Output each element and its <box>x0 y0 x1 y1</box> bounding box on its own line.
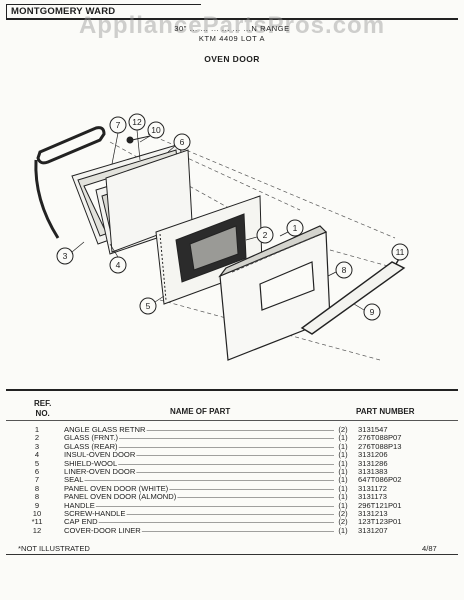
part-number: 276T088P07 <box>358 433 402 443</box>
table-row: 3 GLASS (REAR) (1) 276T088P13 <box>0 441 464 451</box>
quantity: (1) <box>338 500 348 510</box>
part-name: SCREW-HANDLE <box>64 510 334 518</box>
ref-number: 3 <box>34 441 40 451</box>
quantity: (1) <box>338 433 348 443</box>
quantity: (2) <box>338 517 348 527</box>
table-row: 2 GLASS (FRNT.) (1) 276T088P07 <box>0 433 464 443</box>
callout-5: 5 <box>146 301 151 311</box>
part-number: 3131172 <box>358 483 387 493</box>
quantity: (1) <box>338 525 348 535</box>
callout-8: 8 <box>342 265 347 275</box>
top-rule <box>6 18 458 20</box>
bottom-rule <box>6 554 458 555</box>
part-name: INSUL-OVEN DOOR <box>64 451 334 459</box>
table-row: 7 SEAL (1) 647T086P02 <box>0 475 464 485</box>
ref-number: 7 <box>34 475 40 485</box>
ref-number: 8 <box>34 483 40 493</box>
quantity: (2) <box>338 425 348 434</box>
ref-number: 8 <box>34 492 40 502</box>
part-name: GLASS (REAR) <box>64 443 334 451</box>
part-number: 3131547 <box>358 425 388 434</box>
table-row: *11 CAP END (2) 123T123P01 <box>0 517 464 527</box>
part-number: 3131286 <box>358 458 388 468</box>
part-number: 647T086P02 <box>358 475 402 485</box>
ref-number: 12 <box>32 525 42 535</box>
model-description: 30" ... ... ... ... ... ...N RANGE <box>174 24 290 33</box>
part-number: 296T121P01 <box>358 500 402 510</box>
diagram-rule <box>6 389 458 391</box>
part-name: PANEL OVEN DOOR (WHITE) <box>64 485 334 493</box>
part-number: 3131213 <box>358 508 388 518</box>
callout-7: 7 <box>116 120 121 130</box>
part-name: SHIELD-WOOL <box>64 460 334 468</box>
table-row: 12 COVER-DOOR LINER (1) 3131207 <box>0 525 464 535</box>
parts-list: 1 ANGLE GLASS RETNR (2) 3131547 2 GLASS … <box>0 425 464 535</box>
table-row: 5 SHIELD-WOOL (1) 3131286 <box>0 458 464 468</box>
ref-number: 4 <box>34 450 40 460</box>
ref-number: 10 <box>32 508 42 518</box>
callout-9: 9 <box>370 307 375 317</box>
callout-leaders <box>71 129 365 311</box>
screw-part <box>126 135 151 144</box>
part-name: LINER-OVEN DOOR <box>64 468 334 476</box>
part-number: 3131173 <box>358 492 387 502</box>
callout-3: 3 <box>63 251 68 261</box>
quantity: (1) <box>338 492 348 502</box>
exploded-diagram: 7 12 10 6 1 2 3 4 5 8 11 9 <box>34 113 409 361</box>
callout-12: 12 <box>132 117 142 127</box>
header-rule <box>6 420 458 421</box>
callout-1: 1 <box>293 223 298 233</box>
callout-10: 10 <box>151 125 161 135</box>
part-number: 123T123P01 <box>358 517 402 527</box>
ref-number: 1 <box>34 425 40 434</box>
part-number: 276T088P13 <box>358 441 402 451</box>
quantity: (1) <box>338 475 348 485</box>
part-name: PANEL OVEN DOOR (ALMOND) <box>64 493 334 501</box>
part-name: ANGLE GLASS RETNR <box>64 426 334 434</box>
part-name: COVER-DOOR LINER <box>64 527 334 535</box>
callout-11: 11 <box>396 247 405 257</box>
table-row: 8 PANEL OVEN DOOR (WHITE) (1) 3131172 <box>0 483 464 493</box>
quantity: (1) <box>338 458 348 468</box>
quantity: (2) <box>338 508 348 518</box>
revision-date: 4/87 <box>422 544 437 553</box>
col-ref-header: REF. NO. <box>34 399 52 418</box>
callout-6: 6 <box>180 137 185 147</box>
ref-number: 2 <box>34 433 40 443</box>
ref-number: 5 <box>34 458 40 468</box>
quantity: (1) <box>338 441 348 451</box>
part-number: 3131207 <box>358 525 388 535</box>
table-row: 8 PANEL OVEN DOOR (ALMOND) (1) 3131173 <box>0 492 464 502</box>
model-number: KTM 4409 LOT A <box>198 34 266 43</box>
part-name: HANDLE <box>64 502 334 510</box>
table-row: 1 ANGLE GLASS RETNR (2) 3131547 <box>0 425 464 434</box>
section-title: OVEN DOOR <box>204 54 260 64</box>
table-row: 6 LINER-OVEN DOOR (1) 3131383 <box>0 466 464 476</box>
watermark: AppliancePartsPros.com <box>78 12 386 39</box>
col-name-header: NAME OF PART <box>170 407 231 416</box>
col-part-number-header: PART NUMBER <box>356 407 415 416</box>
table-row: 10 SCREW-HANDLE (2) 3131213 <box>0 508 464 518</box>
seal-part <box>36 126 106 165</box>
table-row: 9 HANDLE (1) 296T121P01 <box>0 500 464 510</box>
ref-number: 6 <box>34 466 40 476</box>
quantity: (1) <box>338 450 348 460</box>
table-row: 4 INSUL-OVEN DOOR (1) 3131206 <box>0 450 464 460</box>
footnote: *NOT ILLUSTRATED <box>18 544 90 553</box>
part-number: 3131206 <box>358 450 388 460</box>
part-name: SEAL <box>64 476 334 484</box>
callout-4: 4 <box>116 260 121 270</box>
callout-markers <box>56 113 409 321</box>
callout-2: 2 <box>263 230 268 240</box>
part-number: 3131383 <box>358 466 388 476</box>
ref-number: 9 <box>34 500 40 510</box>
part-name: CAP END <box>64 518 334 526</box>
quantity: (1) <box>338 466 348 476</box>
ref-number: *11 <box>31 517 43 527</box>
quantity: (1) <box>338 483 348 493</box>
part-name: GLASS (FRNT.) <box>64 434 334 442</box>
